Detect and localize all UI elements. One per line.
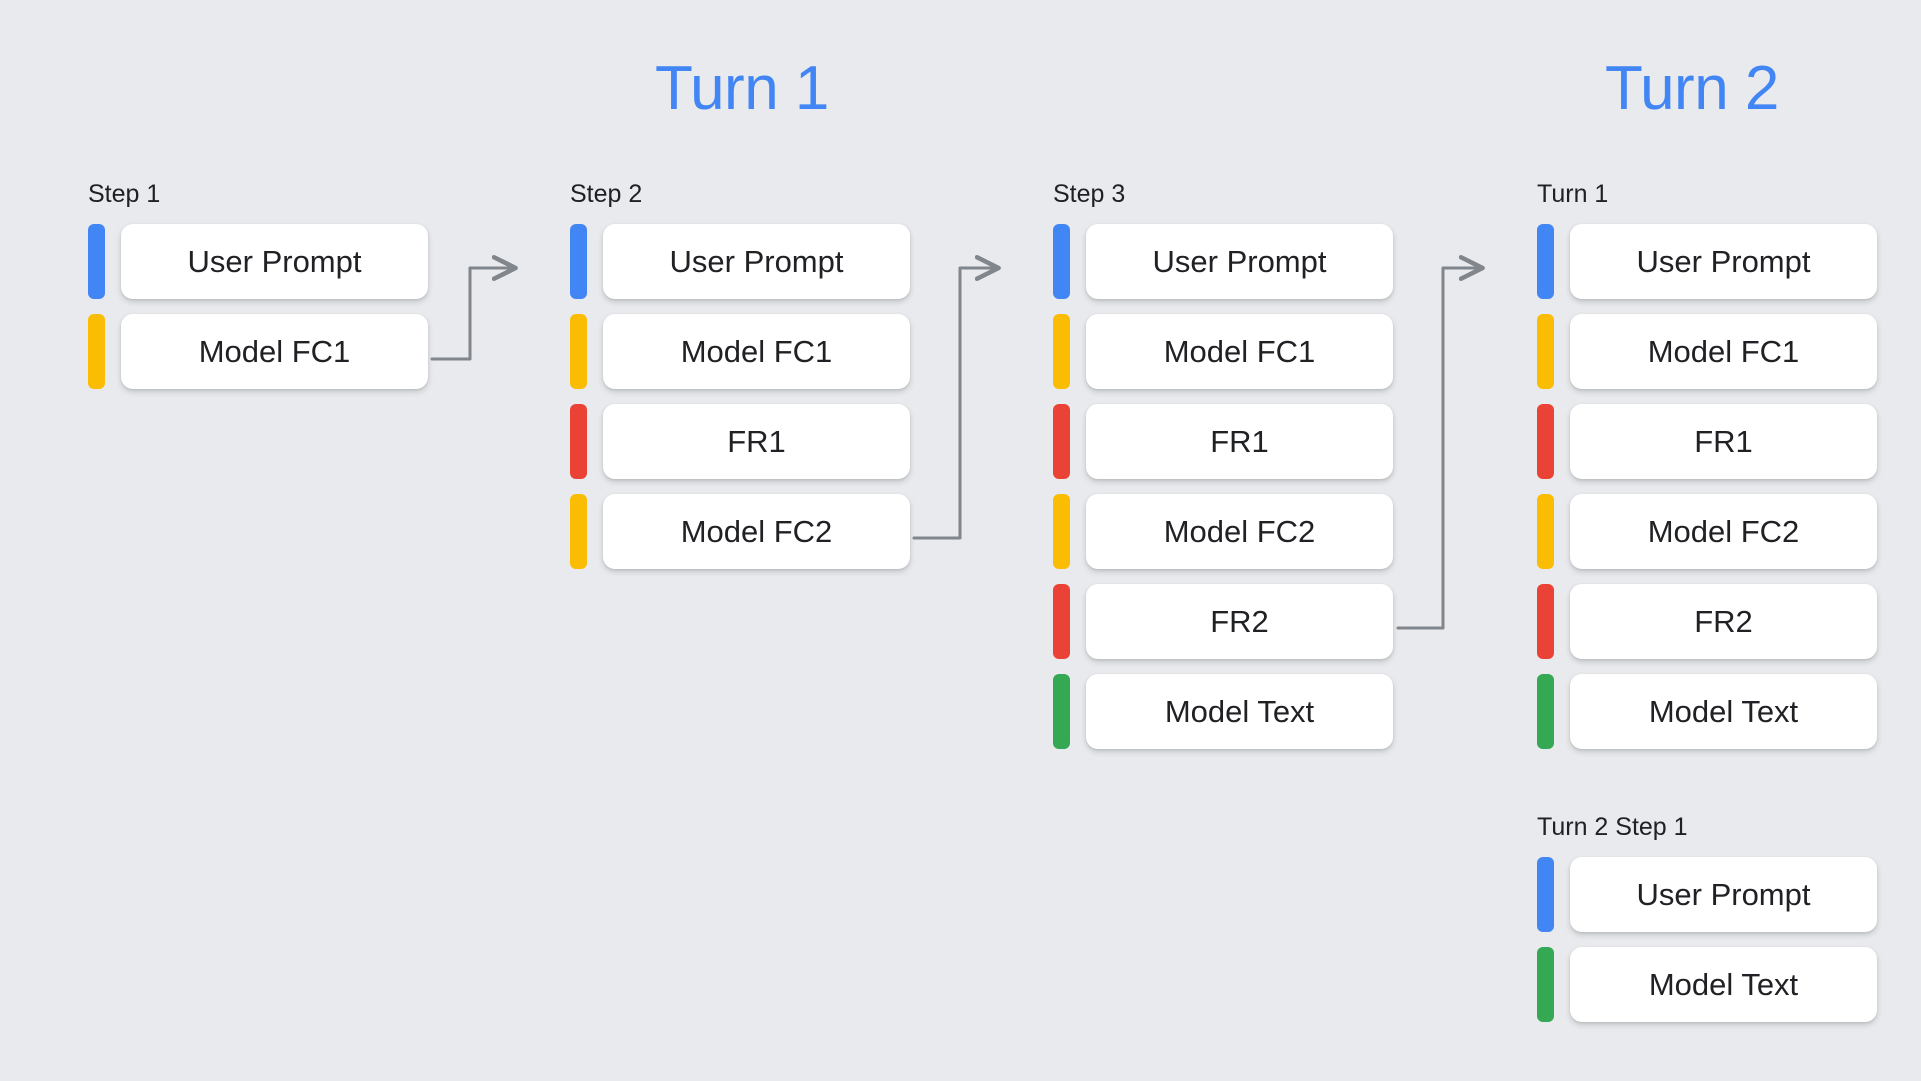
status-bar-yellow (1053, 494, 1070, 569)
card-label[interactable]: User Prompt (1570, 224, 1877, 299)
row-model-text[interactable]: Model Text (1537, 947, 1877, 1022)
row-model-fc2[interactable]: Model FC2 (1537, 494, 1877, 569)
card-label[interactable]: Model FC2 (1570, 494, 1877, 569)
row-list-step-3: User Prompt Model FC1 FR1 Model FC2 FR2 … (1053, 224, 1393, 749)
arrow-step1-to-step2 (430, 268, 515, 361)
row-model-fc1[interactable]: Model FC1 (1053, 314, 1393, 389)
row-user-prompt[interactable]: User Prompt (1053, 224, 1393, 299)
status-bar-green (1537, 674, 1554, 749)
turn-1-title: Turn 1 (655, 54, 829, 123)
column-label-turn-2-step-1: Turn 2 Step 1 (1537, 813, 1688, 841)
column-label-step-1: Step 1 (88, 180, 161, 208)
row-fr1[interactable]: FR1 (570, 404, 910, 479)
card-label[interactable]: FR1 (1570, 404, 1877, 479)
row-fr2[interactable]: FR2 (1537, 584, 1877, 659)
row-model-text[interactable]: Model Text (1537, 674, 1877, 749)
row-user-prompt[interactable]: User Prompt (570, 224, 910, 299)
status-bar-green (1537, 947, 1554, 1022)
row-list-step-2: User Prompt Model FC1 FR1 Model FC2 (570, 224, 910, 569)
status-bar-yellow (88, 314, 105, 389)
status-bar-yellow (1053, 314, 1070, 389)
status-bar-red (1537, 584, 1554, 659)
row-user-prompt[interactable]: User Prompt (1537, 857, 1877, 932)
card-label[interactable]: Model FC1 (1570, 314, 1877, 389)
status-bar-red (1537, 404, 1554, 479)
row-list-turn-1-history: User Prompt Model FC1 FR1 Model FC2 FR2 … (1537, 224, 1877, 749)
card-label[interactable]: Model Text (1086, 674, 1393, 749)
column-label-step-2: Step 2 (570, 180, 643, 208)
card-label[interactable]: User Prompt (1086, 224, 1393, 299)
column-step-2: Step 2 User Prompt Model FC1 FR1 Model F… (570, 182, 910, 569)
arrow-step2-to-step3 (912, 268, 998, 540)
status-bar-yellow (570, 494, 587, 569)
card-label[interactable]: Model Text (1570, 674, 1877, 749)
status-bar-blue (88, 224, 105, 299)
status-bar-green (1053, 674, 1070, 749)
row-list-step-1: User Prompt Model FC1 (88, 224, 428, 389)
status-bar-yellow (1537, 494, 1554, 569)
card-label[interactable]: FR1 (1086, 404, 1393, 479)
status-bar-red (1053, 404, 1070, 479)
card-label[interactable]: FR2 (1086, 584, 1393, 659)
status-bar-yellow (1537, 314, 1554, 389)
column-turn-2-step-1: Turn 2 Step 1 User Prompt Model Text (1537, 815, 1877, 1022)
row-model-fc1[interactable]: Model FC1 (88, 314, 428, 389)
row-model-text[interactable]: Model Text (1053, 674, 1393, 749)
row-model-fc2[interactable]: Model FC2 (570, 494, 910, 569)
status-bar-blue (1053, 224, 1070, 299)
card-label[interactable]: FR1 (603, 404, 910, 479)
status-bar-blue (570, 224, 587, 299)
column-label-turn-1: Turn 1 (1537, 180, 1609, 208)
arrow-step3-to-turn2 (1396, 268, 1482, 630)
row-fr1[interactable]: FR1 (1537, 404, 1877, 479)
row-model-fc1[interactable]: Model FC1 (570, 314, 910, 389)
card-label[interactable]: User Prompt (121, 224, 428, 299)
status-bar-yellow (570, 314, 587, 389)
column-turn-1-history: Turn 1 User Prompt Model FC1 FR1 Model F… (1537, 182, 1877, 749)
row-fr2[interactable]: FR2 (1053, 584, 1393, 659)
card-label[interactable]: Model FC1 (603, 314, 910, 389)
card-label[interactable]: Model FC1 (121, 314, 428, 389)
turn-2-title: Turn 2 (1605, 54, 1779, 123)
status-bar-red (570, 404, 587, 479)
card-label[interactable]: FR2 (1570, 584, 1877, 659)
card-label[interactable]: Model Text (1570, 947, 1877, 1022)
row-list-turn-2-step-1: User Prompt Model Text (1537, 857, 1877, 1022)
row-model-fc1[interactable]: Model FC1 (1537, 314, 1877, 389)
status-bar-blue (1537, 857, 1554, 932)
status-bar-blue (1537, 224, 1554, 299)
column-step-1: Step 1 User Prompt Model FC1 (88, 182, 428, 389)
row-fr1[interactable]: FR1 (1053, 404, 1393, 479)
row-user-prompt[interactable]: User Prompt (1537, 224, 1877, 299)
status-bar-red (1053, 584, 1070, 659)
card-label[interactable]: User Prompt (603, 224, 910, 299)
row-model-fc2[interactable]: Model FC2 (1053, 494, 1393, 569)
card-label[interactable]: Model FC1 (1086, 314, 1393, 389)
card-label[interactable]: Model FC2 (1086, 494, 1393, 569)
card-label[interactable]: Model FC2 (603, 494, 910, 569)
column-step-3: Step 3 User Prompt Model FC1 FR1 Model F… (1053, 182, 1393, 749)
card-label[interactable]: User Prompt (1570, 857, 1877, 932)
row-user-prompt[interactable]: User Prompt (88, 224, 428, 299)
column-label-step-3: Step 3 (1053, 180, 1126, 208)
